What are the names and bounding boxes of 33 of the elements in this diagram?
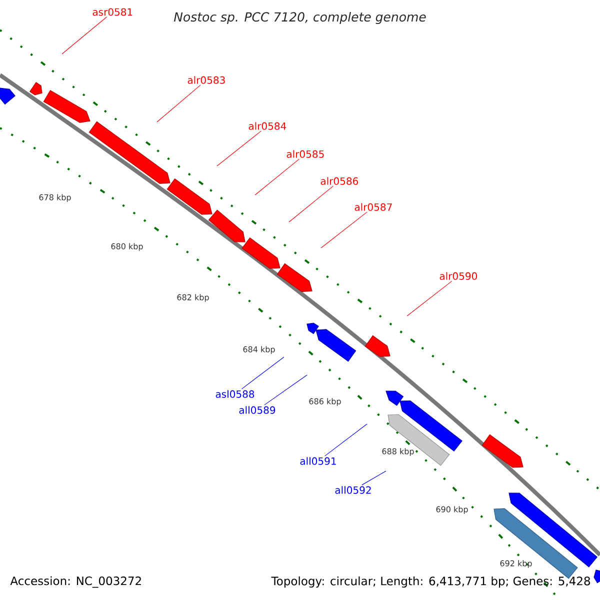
gene-label: all0592 xyxy=(335,486,371,494)
gene-label: asr0581 xyxy=(92,8,132,16)
gene-label: alr0583 xyxy=(188,76,225,84)
gene-label: alr0590 xyxy=(440,272,478,280)
title: Nostoc sp. PCC 7120, complete genome xyxy=(174,12,426,24)
leader-line xyxy=(241,356,284,390)
scale-label: 682 kbp xyxy=(177,294,209,302)
gene-label: alr0585 xyxy=(286,150,324,158)
leader-line xyxy=(62,16,107,54)
gene-label: asl0588 xyxy=(216,390,254,398)
info-text: Accession: NC_003272 xyxy=(10,576,141,588)
scale-label: 690 kbp xyxy=(436,506,468,514)
scale-label: 688 kbp xyxy=(382,448,414,456)
leader-line xyxy=(320,212,368,248)
scale-label: 678 kbp xyxy=(39,194,71,202)
leader-line xyxy=(406,280,452,316)
gene-label: all0591 xyxy=(300,457,336,465)
leader-line xyxy=(324,424,368,456)
gene-label: alr0584 xyxy=(248,122,286,130)
scale-label: 680 kbp xyxy=(111,243,143,251)
scale-label: 692 kbp xyxy=(500,560,532,568)
leader-line xyxy=(156,84,201,122)
scale-label: 684 kbp xyxy=(243,346,275,354)
leader-line xyxy=(362,470,386,486)
gene-label: alr0586 xyxy=(320,177,358,185)
gene-label: all0589 xyxy=(239,406,276,414)
scale-label: 686 kbp xyxy=(309,398,341,406)
leader-line xyxy=(288,186,334,222)
leader-line xyxy=(216,130,262,166)
leader-line xyxy=(254,158,300,196)
info-text: Topology: circular; Length: 6,413,771 bp; Genes: 5,428 xyxy=(271,576,590,588)
gene-label: alr0587 xyxy=(354,203,392,211)
leader-line xyxy=(264,374,308,406)
